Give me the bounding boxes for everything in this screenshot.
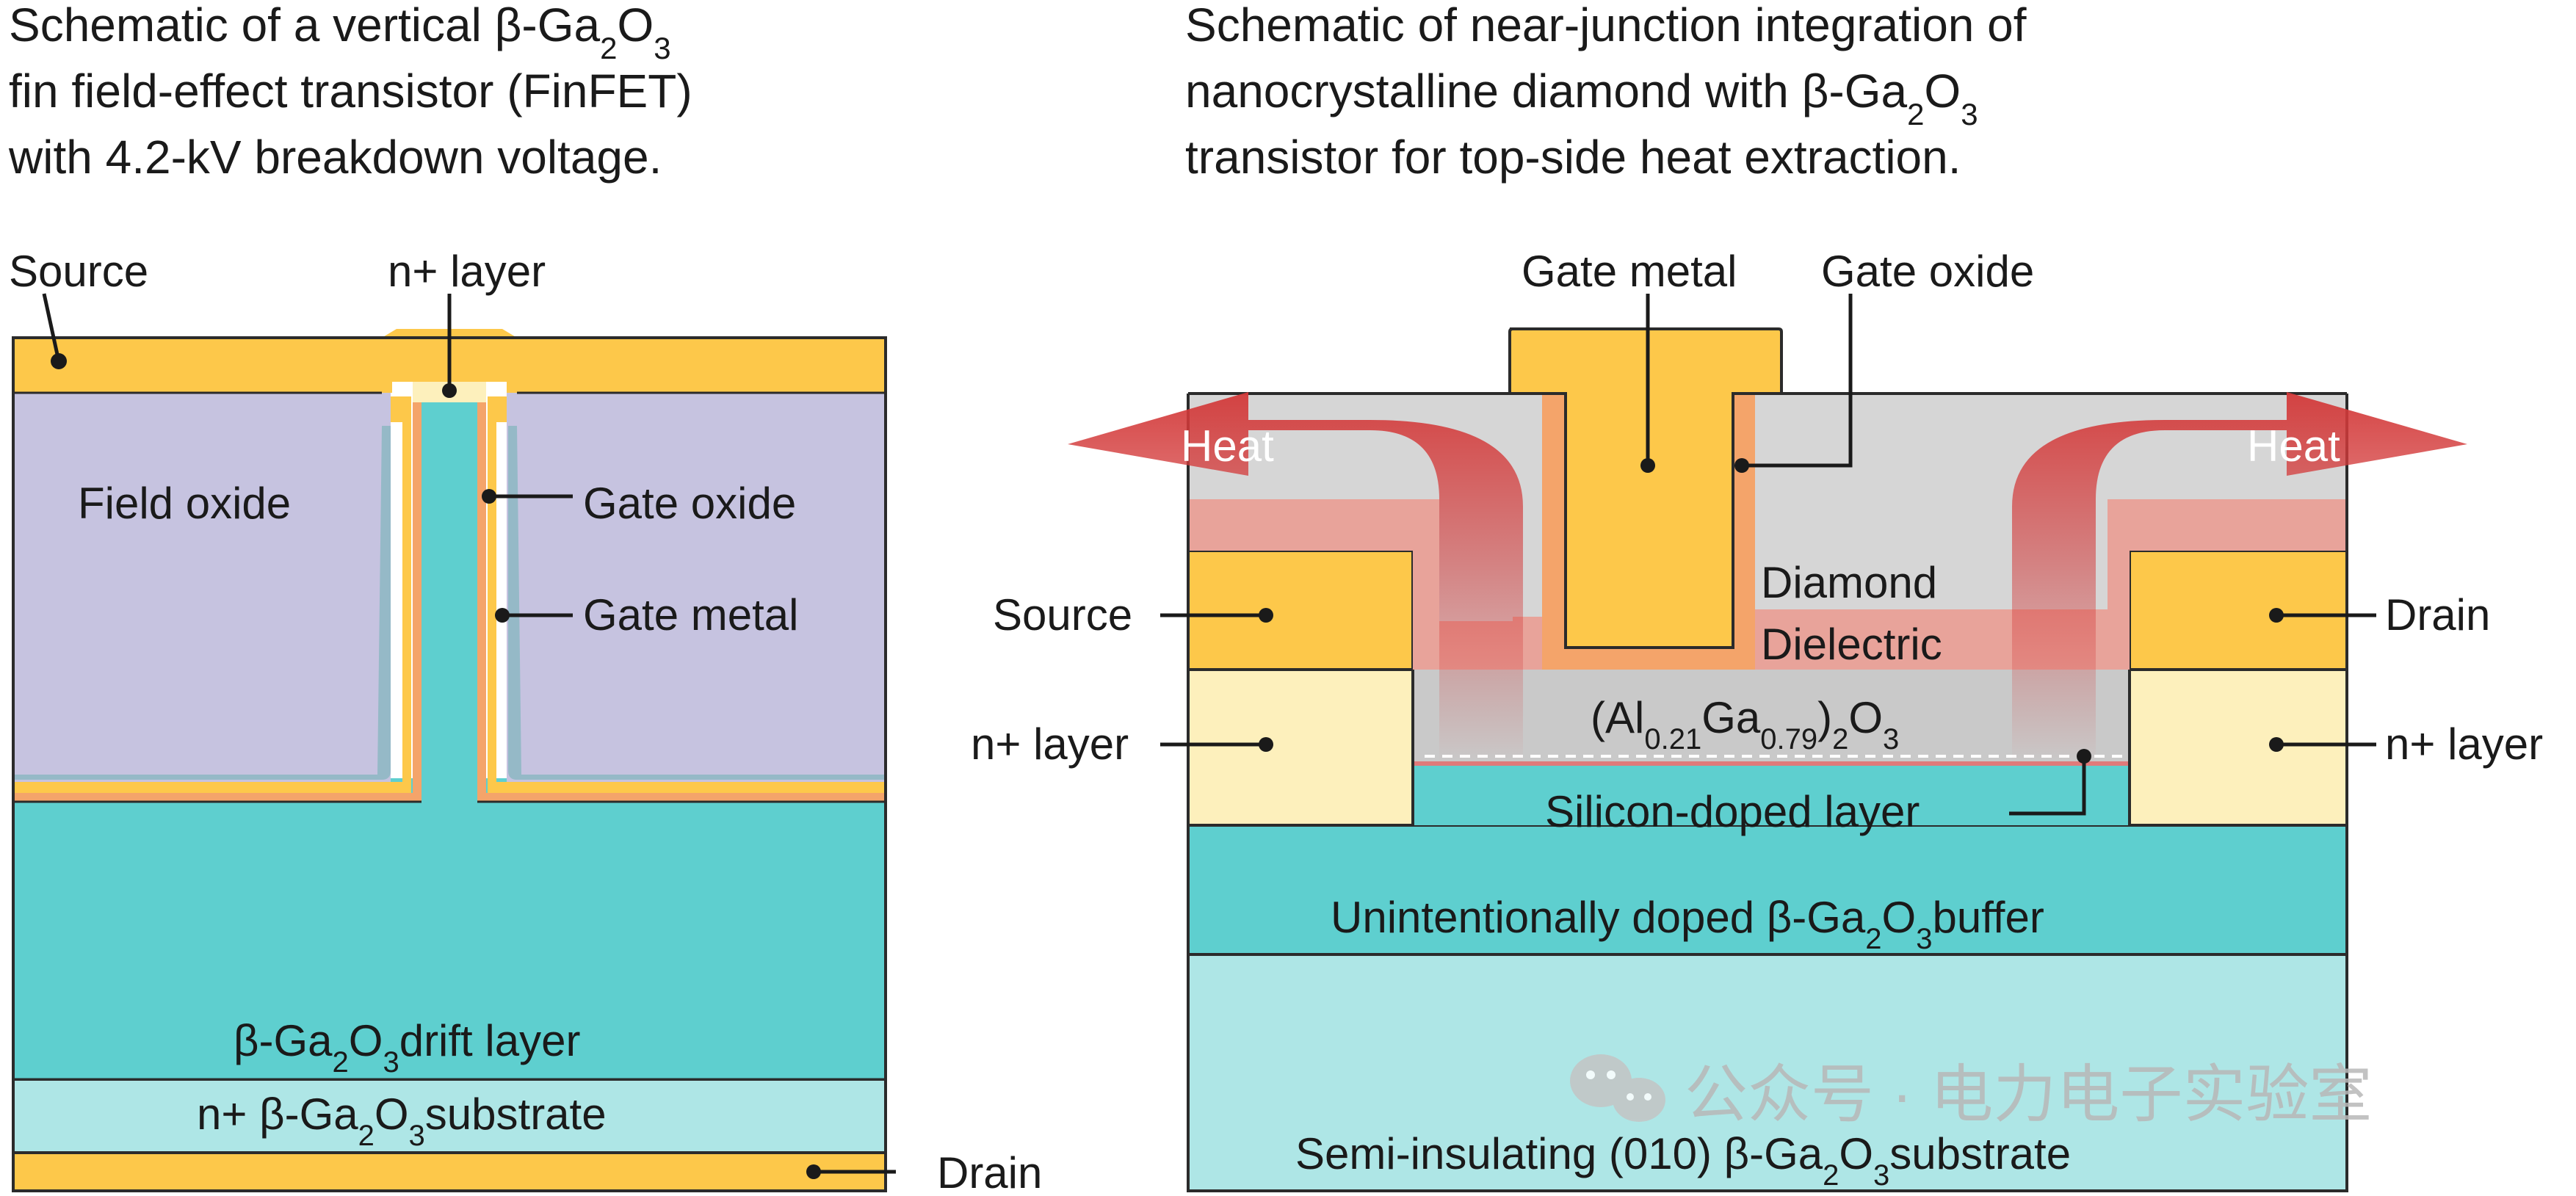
label-gate-oxide-left: Gate oxide [583, 479, 796, 528]
label-semi-insulating: Semi-insulating (010) β-Ga2O3substrate [1295, 1129, 2071, 1192]
ud-buffer [1187, 824, 2348, 956]
label-ud-buffer: Unintentionally doped β-Ga2O3buffer [1331, 893, 2044, 955]
label-source-left: Source [9, 247, 148, 296]
n-plus-substrate [12, 1078, 887, 1154]
left-title-line1: Schematic of a vertical β-Ga [9, 0, 601, 51]
heat-arrow-right [2012, 392, 2467, 764]
algao-layer [1413, 670, 2130, 764]
label-substrate-left: n+ β-Ga2O3substrate [197, 1090, 607, 1152]
field-oxide-right [507, 389, 886, 786]
fin [422, 400, 477, 802]
left-title: Schematic of a vertical β-Ga2O3 fin fiel… [8, 0, 692, 184]
heat-arrow-left [1068, 392, 1523, 764]
label-gate-metal-right: Gate metal [1522, 247, 1737, 296]
finfet-device [12, 329, 887, 1192]
label-n-plus-right-right: n+ layer [2385, 720, 2543, 769]
label-n-plus-right-left: n+ layer [971, 720, 1129, 769]
label-dielectric: Dielectric [1761, 620, 1942, 669]
label-n-plus-left: n+ layer [388, 247, 546, 296]
watermark-text: 公众号 · 电力电子实验室 [1685, 1059, 2372, 1130]
right-title-line3: transistor for top-side heat extraction. [1185, 131, 1961, 184]
label-drain-right: Drain [2385, 590, 2490, 639]
label-gate-metal-left: Gate metal [583, 590, 798, 639]
n-plus-right [2128, 668, 2348, 827]
label-source-right: Source [993, 590, 1132, 639]
label-algao: (Al0.21Ga0.79)2O3 [1591, 693, 1899, 755]
svg-text:Schematic of a vertical β-Ga2O: Schematic of a vertical β-Ga2O3 [9, 0, 671, 65]
label-gate-oxide-right: Gate oxide [1821, 247, 2034, 296]
label-si-doped: Silicon-doped layer [1545, 787, 1920, 836]
label-diamond: Diamond [1761, 558, 1937, 607]
n-plus-left [1187, 668, 1414, 827]
left-title-line2: fin field-effect transistor (FinFET) [9, 65, 692, 117]
heat-label-right: Heat [2247, 421, 2340, 471]
drain-metal [12, 1151, 887, 1192]
source-metal-right [1187, 549, 1414, 671]
wechat-icon [1570, 1054, 1665, 1122]
gate-metal-right [1508, 327, 1783, 649]
right-title-line2: nanocrystalline diamond with β-Ga2O3 [1185, 65, 1978, 131]
heat-arrows: Heat Heat [1068, 392, 2467, 764]
left-title-line3: with 4.2-kV breakdown voltage. [8, 131, 662, 184]
label-drain-left: Drain [937, 1148, 1042, 1196]
label-drift-layer: β-Ga2O3drift layer [234, 1016, 580, 1079]
field-oxide-left [13, 389, 391, 786]
watermark: 公众号 · 电力电子实验室 [1570, 1054, 2372, 1130]
right-title: Schematic of near-junction integration o… [1185, 0, 2027, 184]
right-labels: Gate metal Gate oxide Source Drain Diamo… [971, 247, 2543, 1192]
heat-label-left: Heat [1181, 421, 1274, 471]
left-labels: Source n+ layer Field oxide Gate oxide G… [9, 247, 1042, 1196]
label-field-oxide: Field oxide [78, 479, 291, 528]
drain-metal-right [2128, 549, 2348, 671]
right-title-line1: Schematic of near-junction integration o… [1185, 0, 2027, 51]
semi-insulating-substrate [1187, 953, 2348, 1192]
